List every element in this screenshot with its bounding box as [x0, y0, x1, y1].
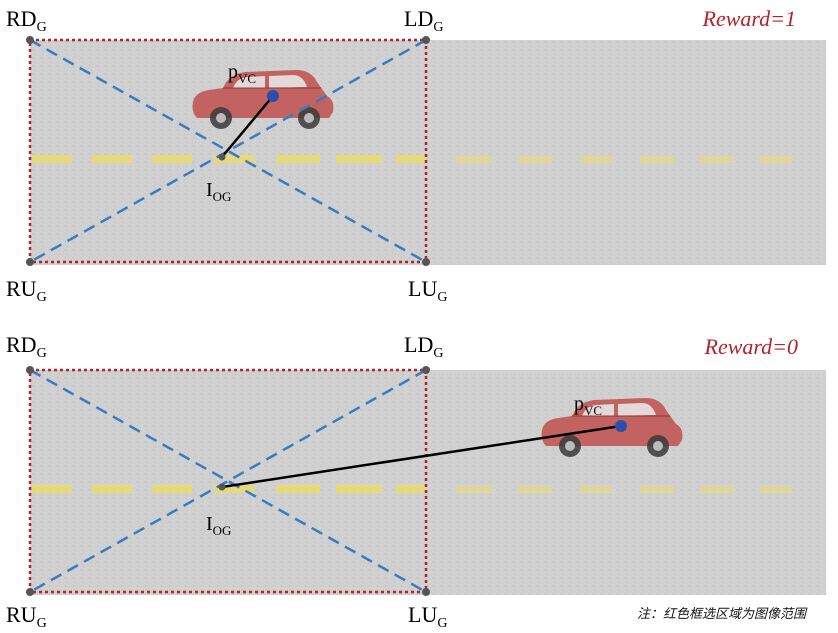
lane-marking — [32, 155, 792, 163]
image-center-point — [218, 153, 226, 161]
image-frame — [28, 368, 428, 594]
vehicle-center-point — [267, 90, 279, 102]
image-center-point — [218, 483, 226, 491]
corner-label-rd: RDG — [6, 332, 47, 361]
corner-point — [26, 366, 34, 374]
image-range-note: 注：红色框选区域为图像范围 — [637, 607, 808, 622]
center-to-vehicle-line — [221, 95, 274, 158]
reward-label: Reward=1 — [702, 6, 796, 31]
corner-point — [422, 258, 430, 266]
image-frame — [28, 38, 428, 264]
panel-reward-0: RDG LDG RUG LUG IOG pVC Reward=0 — [6, 332, 826, 631]
corner-label-lu: LUG — [408, 602, 447, 631]
vehicle-point-label: pVC — [574, 393, 602, 418]
vehicle-center-point — [615, 420, 627, 432]
vehicle-point-label: pVC — [228, 61, 256, 86]
corner-point — [422, 36, 430, 44]
corner-label-ld: LDG — [404, 332, 443, 361]
panel-reward-1: RDG LDG RUG LUG IOG pVC Reward=1 — [6, 6, 826, 305]
corner-point — [26, 588, 34, 596]
corner-label-rd: RDG — [6, 6, 47, 35]
lane-marking — [32, 485, 792, 493]
corner-point — [26, 258, 34, 266]
center-to-vehicle-line — [221, 424, 622, 489]
corner-label-ld: LDG — [404, 6, 443, 35]
corner-point — [422, 366, 430, 374]
reward-label: Reward=0 — [704, 334, 798, 359]
image-center-label: IOG — [206, 179, 231, 204]
corner-label-ru: RUG — [6, 602, 47, 631]
corner-point — [422, 588, 430, 596]
corner-point — [26, 36, 34, 44]
road-background — [30, 370, 826, 595]
image-center-label: IOG — [206, 513, 231, 538]
corner-label-lu: LUG — [408, 276, 447, 305]
corner-label-ru: RUG — [6, 276, 47, 305]
road-background — [30, 40, 826, 265]
